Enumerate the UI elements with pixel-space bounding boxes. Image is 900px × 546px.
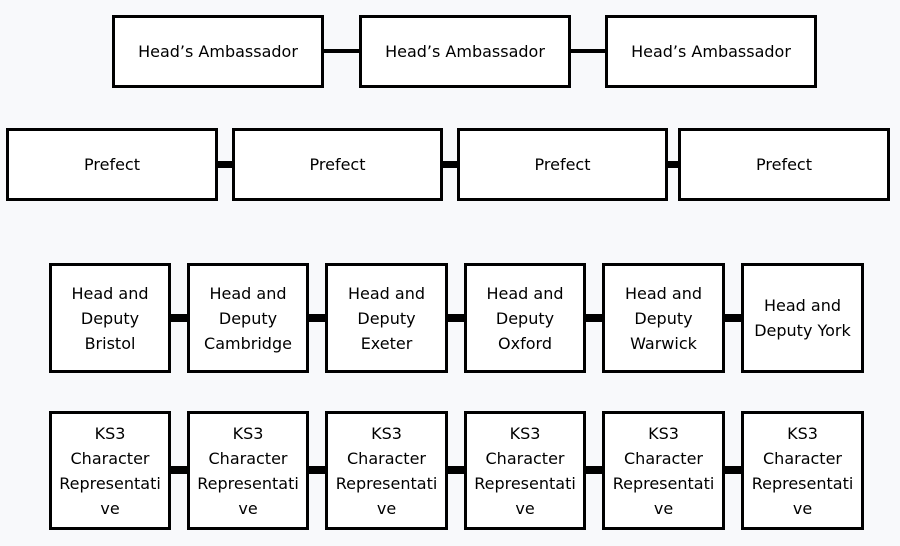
connector [171, 314, 187, 322]
house-label: Head and Deputy Warwick [624, 283, 703, 353]
house-label: Head and Deputy Cambridge [204, 283, 292, 353]
ks3-label: KS3 Character Representati ve [59, 423, 161, 518]
connector [448, 466, 464, 474]
ks3-box: KS3 Character Representati ve [325, 411, 448, 530]
ambassador-box: Head’s Ambassador [605, 15, 817, 88]
house-box: Head and Deputy York [741, 263, 864, 373]
ambassador-box: Head’s Ambassador [112, 15, 324, 88]
connector [448, 314, 464, 322]
prefect-box: Prefect [678, 128, 890, 201]
ks3-label: KS3 Character Representati ve [474, 423, 576, 518]
connector [725, 466, 741, 474]
connector [171, 466, 187, 474]
ks3-box: KS3 Character Representati ve [49, 411, 171, 530]
ks3-box: KS3 Character Representati ve [602, 411, 725, 530]
house-box: Head and Deputy Exeter [325, 263, 448, 373]
connector [324, 49, 359, 53]
ks3-label: KS3 Character Representati ve [751, 423, 854, 518]
connector [309, 314, 325, 322]
connector [586, 314, 602, 322]
connector [218, 161, 232, 168]
house-label: Head and Deputy Exeter [347, 283, 426, 353]
prefect-label: Prefect [756, 155, 812, 174]
ambassador-label: Head’s Ambassador [385, 42, 545, 61]
connector [309, 466, 325, 474]
connector [571, 49, 605, 53]
connector [725, 314, 741, 322]
prefect-label: Prefect [84, 155, 140, 174]
house-box: Head and Deputy Cambridge [187, 263, 309, 373]
ambassador-label: Head’s Ambassador [138, 42, 298, 61]
prefect-label: Prefect [309, 155, 366, 174]
ks3-box: KS3 Character Representati ve [187, 411, 309, 530]
ambassador-label: Head’s Ambassador [631, 42, 791, 61]
house-label: Head and Deputy Oxford [486, 283, 564, 353]
prefect-box: Prefect [232, 128, 443, 201]
house-box: Head and Deputy Warwick [602, 263, 725, 373]
connector [443, 161, 457, 168]
connector [586, 466, 602, 474]
prefect-box: Prefect [457, 128, 668, 201]
ks3-label: KS3 Character Representati ve [197, 423, 299, 518]
house-label: Head and Deputy Bristol [71, 283, 149, 353]
ks3-label: KS3 Character Representati ve [612, 423, 715, 518]
house-box: Head and Deputy Oxford [464, 263, 586, 373]
ambassador-box: Head’s Ambassador [359, 15, 571, 88]
ks3-box: KS3 Character Representati ve [464, 411, 586, 530]
connector [668, 161, 678, 168]
ks3-box: KS3 Character Representati ve [741, 411, 864, 530]
house-label: Head and Deputy York [754, 296, 851, 340]
prefect-label: Prefect [534, 155, 591, 174]
prefect-box: Prefect [6, 128, 218, 201]
house-box: Head and Deputy Bristol [49, 263, 171, 373]
ks3-label: KS3 Character Representati ve [335, 423, 438, 518]
